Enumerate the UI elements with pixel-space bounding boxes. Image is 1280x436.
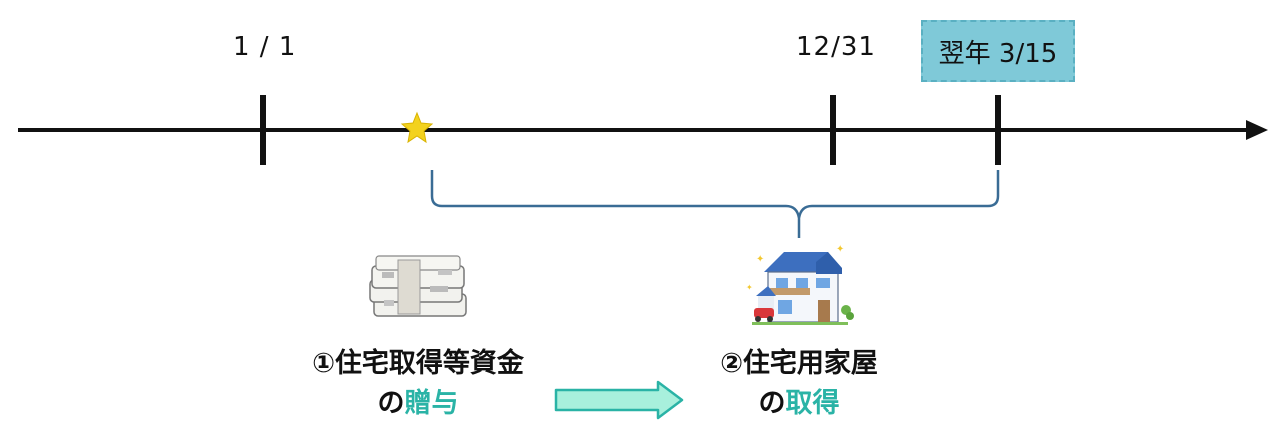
house-icon: ✦ ✦ ✦ (746, 244, 854, 325)
svg-text:✦: ✦ (746, 283, 753, 292)
step2-caption: ②住宅用家屋 の取得 (704, 344, 894, 424)
step2-title: ②住宅用家屋 (720, 348, 878, 379)
svg-text:✦: ✦ (836, 244, 844, 255)
step2-subtitle-accent: 取得 (785, 388, 840, 419)
date-label-jan1: 1 / 1 (233, 32, 297, 62)
step2-subtitle: の取得 (704, 384, 894, 424)
money-bundle-icon (369, 255, 467, 317)
right-arrow-icon (554, 380, 684, 420)
star-icon (400, 111, 434, 144)
timeline-arrowhead-icon (1246, 120, 1268, 140)
step1-subtitle-accent: 贈与 (404, 388, 459, 419)
step1-subtitle: の贈与 (292, 384, 544, 424)
step2-subtitle-prefix: の (758, 388, 786, 419)
date-label-dec31: 12/31 (796, 32, 876, 62)
svg-text:✦: ✦ (756, 254, 764, 265)
period-bracket (430, 170, 1000, 238)
date-label-mar15: 翌年 3/15 (938, 38, 1058, 69)
step1-subtitle-prefix: の (377, 388, 405, 419)
step1-title: ①住宅取得等資金 (312, 348, 524, 379)
deadline-badge: 翌年 3/15 (921, 20, 1075, 82)
step1-caption: ①住宅取得等資金 の贈与 (292, 344, 544, 424)
